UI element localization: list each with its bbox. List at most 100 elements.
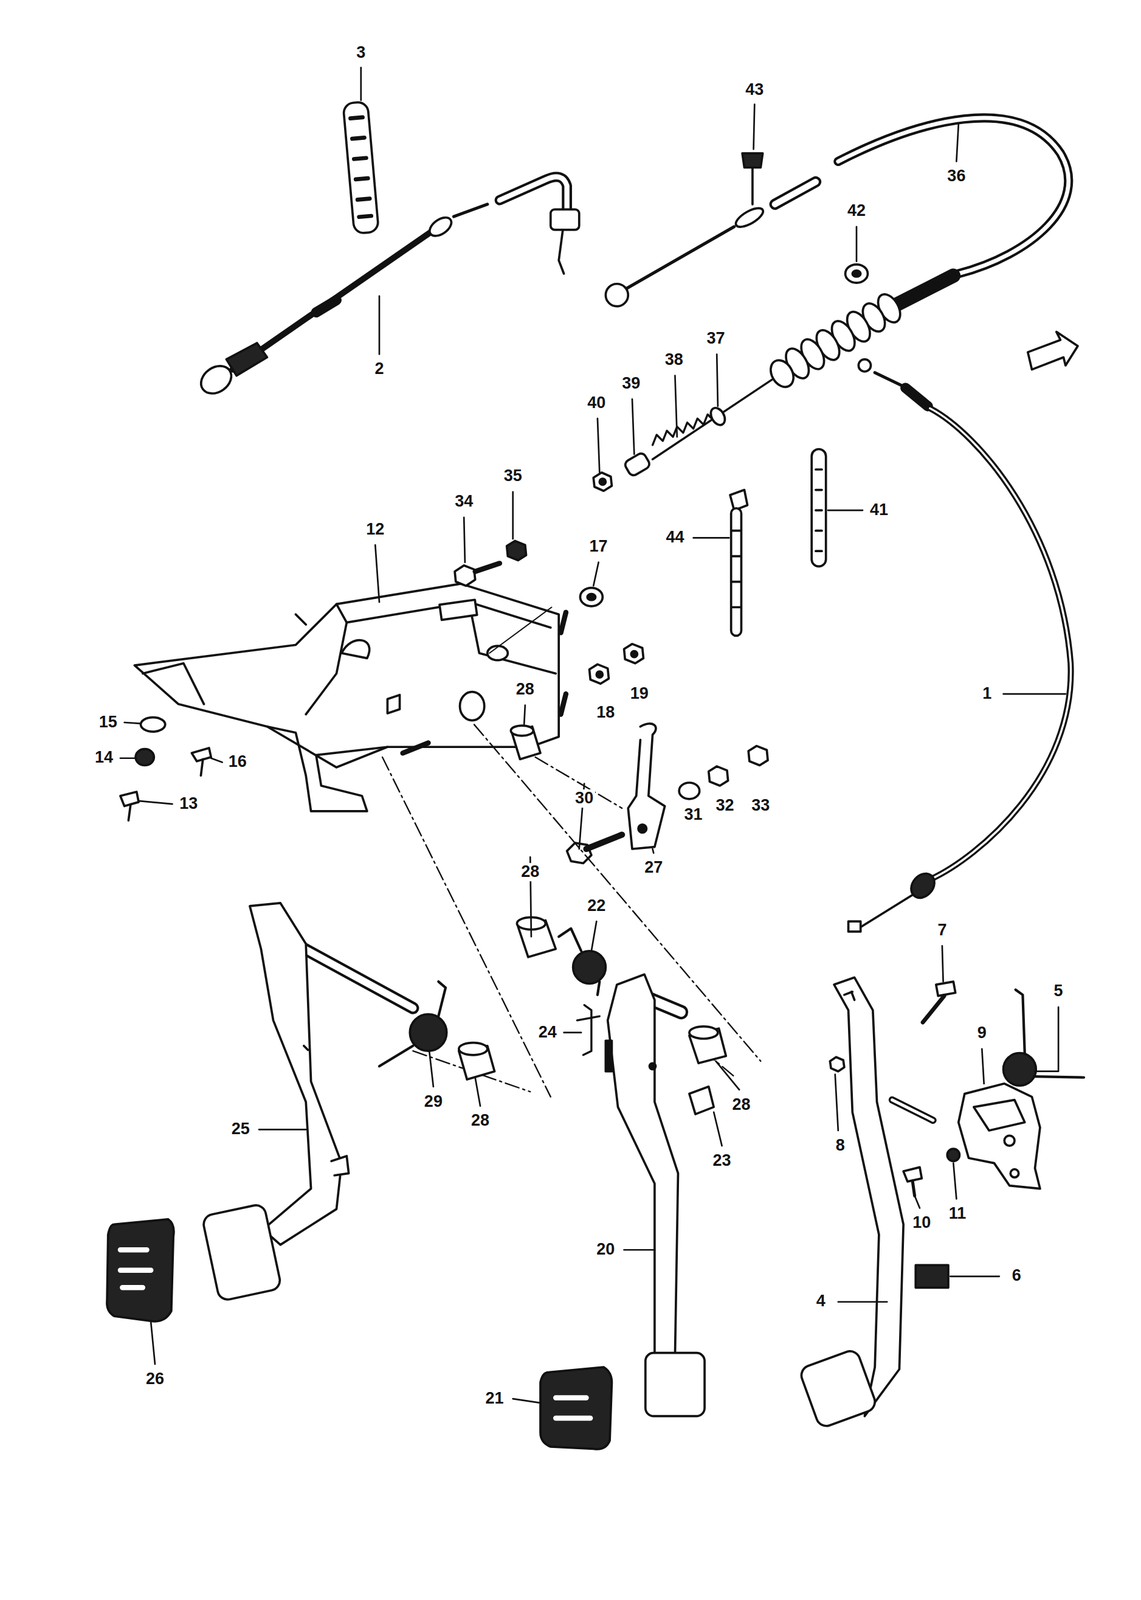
clutch-pedal <box>605 1040 612 1071</box>
bolts-and-nuts <box>475 562 500 571</box>
callout-number: 41 <box>868 500 890 520</box>
leader-lines <box>838 1300 888 1303</box>
cable-clips <box>811 448 826 566</box>
leader-lines <box>489 606 552 653</box>
accelerator-cable <box>765 290 905 391</box>
bolts-and-nuts <box>596 671 603 678</box>
pedal-bracket <box>295 613 306 625</box>
choke-cable <box>550 209 580 230</box>
leader-lines <box>210 758 222 763</box>
fasteners <box>128 804 131 821</box>
leader-lines <box>835 1074 839 1131</box>
callout-number: 7 <box>935 920 949 940</box>
callout-number: 39 <box>620 374 642 393</box>
callout-number: 24 <box>536 1023 559 1042</box>
callout-number: 14 <box>93 748 115 767</box>
clutch-pedal <box>555 1396 591 1418</box>
leader-lines <box>463 517 466 563</box>
clutch-pedal <box>607 973 679 1357</box>
bolts-and-nuts <box>630 651 638 658</box>
accelerator-cable <box>751 167 754 205</box>
callout-number: 34 <box>452 492 475 511</box>
leader-lines <box>693 536 730 539</box>
pedal-bracket <box>142 663 205 704</box>
accelerator-pedal <box>915 1264 949 1287</box>
callout-number: 10 <box>910 1213 933 1232</box>
accelerator-pedal <box>892 1099 934 1121</box>
springs-and-bushings <box>573 950 607 984</box>
callout-number: 43 <box>743 80 766 100</box>
lever-assembly <box>748 745 768 766</box>
leader-lines <box>150 1321 156 1364</box>
callout-number: 4 <box>814 1292 828 1311</box>
clutch-cable <box>930 407 1072 880</box>
accelerator-cable <box>838 117 1069 274</box>
accelerator-cable <box>605 283 628 307</box>
accelerator-cable <box>742 153 763 168</box>
leader-lines <box>713 1111 722 1146</box>
accelerator-cable <box>652 379 773 459</box>
pedal-bracket <box>134 583 559 768</box>
accelerator-pedal <box>973 1099 1025 1131</box>
bolts-and-nuts <box>579 587 603 607</box>
fasteners <box>120 717 211 821</box>
lever-assembly <box>679 782 700 799</box>
accelerator-pedal <box>947 1148 960 1161</box>
accelerator-cable <box>624 226 735 290</box>
accelerator-cable <box>775 181 816 205</box>
pedal-bracket <box>341 640 370 659</box>
brake-pedal <box>249 902 342 1245</box>
callout-number: 6 <box>1010 1266 1024 1286</box>
pedal-bracket <box>439 599 478 620</box>
leader-lines <box>753 104 755 150</box>
accelerator-pedal <box>936 981 956 996</box>
cable-clip <box>342 101 379 234</box>
clutch-cable <box>930 407 1072 880</box>
lever-assembly <box>627 723 665 849</box>
choke-cable <box>316 300 337 313</box>
assembly-lines <box>382 756 551 1097</box>
callout-number: 27 <box>642 858 665 878</box>
clutch-pedal <box>540 973 705 1449</box>
lever-assembly <box>510 723 768 864</box>
brake-pedal <box>201 1203 282 1301</box>
leader-lines <box>674 375 677 438</box>
bolts-and-nuts <box>587 593 596 600</box>
callout-number: 28 <box>514 680 537 699</box>
leader-lines <box>1003 692 1066 695</box>
cable-clip <box>350 117 371 218</box>
front-arrow <box>1027 331 1078 370</box>
leader-lines <box>523 705 526 725</box>
callout-number: 30 <box>573 789 596 808</box>
accelerator-pedal <box>834 976 904 1416</box>
callout-number: 8 <box>834 1136 847 1155</box>
callout-number: 11 <box>947 1204 969 1223</box>
callout-number: 28 <box>730 1095 752 1114</box>
callout-number: 17 <box>587 537 610 556</box>
brake-pedal <box>120 1249 151 1287</box>
fasteners <box>140 717 165 732</box>
choke-cable <box>226 342 267 376</box>
callout-number: 29 <box>422 1092 445 1111</box>
choke-cable <box>195 176 580 400</box>
callout-number: 19 <box>628 684 651 703</box>
leader-lines <box>827 509 863 512</box>
pedal-bracket <box>460 691 485 721</box>
callout-number: 2 <box>372 359 386 379</box>
callout-number: 5 <box>1052 982 1066 1001</box>
assembly-lines <box>535 756 623 808</box>
callout-number: 26 <box>144 1369 166 1388</box>
callout-number: 37 <box>704 329 727 348</box>
leader-lines <box>359 67 362 101</box>
cable-clips <box>815 469 822 551</box>
accelerator-cable <box>765 356 799 391</box>
clutch-pedal <box>645 1352 705 1416</box>
leader-lines <box>1035 1006 1059 1072</box>
callout-number: 35 <box>502 466 524 486</box>
callout-number: 15 <box>97 713 120 732</box>
clutch-cable <box>848 359 1072 932</box>
accelerator-pedal <box>798 1347 878 1428</box>
